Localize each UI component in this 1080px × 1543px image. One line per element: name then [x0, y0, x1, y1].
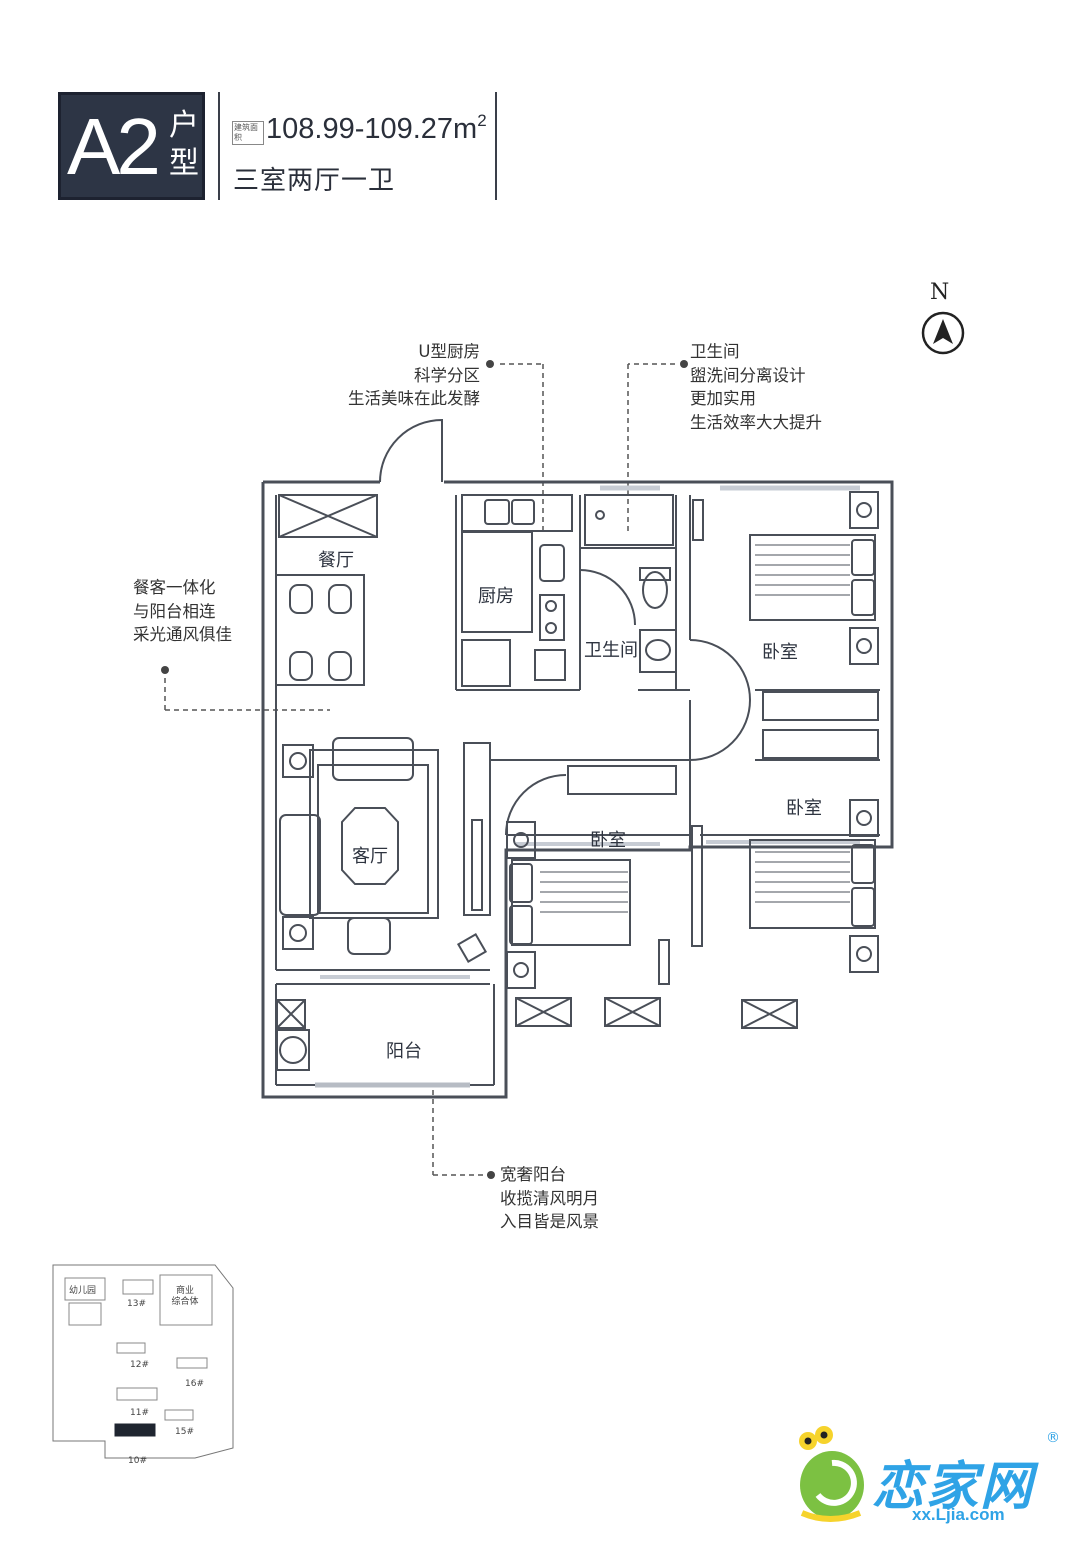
room-label-bedroom-mid: 卧室: [590, 830, 626, 851]
compass-label: N: [930, 280, 950, 305]
room-label-bedroom-ne: 卧室: [762, 642, 798, 663]
site-label-commercial: 商业 综合体: [171, 1286, 199, 1307]
room-label-living: 客厅: [352, 846, 388, 867]
area-tag: 建筑面积: [232, 121, 264, 145]
area-number: 108.99-109.27m: [266, 113, 478, 145]
room-label-balcony: 阳台: [386, 1041, 422, 1062]
room-label-dining: 餐厅: [318, 550, 354, 571]
logo-registered: ®: [1046, 1430, 1060, 1446]
site-label-11: 11#: [130, 1408, 149, 1418]
logo-name: 恋家网: [872, 1457, 1035, 1517]
logo-url: xx.Ljia.com: [912, 1505, 1005, 1524]
header-divider-left: [218, 92, 220, 200]
unit-code: A2: [67, 102, 161, 191]
area-value: 108.99-109.27m2: [266, 111, 487, 146]
room-label-bedroom-se: 卧室: [786, 798, 822, 819]
layout-description: 三室两厅一卫: [233, 166, 396, 196]
room-label-bathroom: 卫生间: [584, 640, 638, 661]
compass-icon: [921, 311, 965, 355]
unit-type-label: 户型: [169, 108, 199, 181]
unit-type-badge: A2 户型: [58, 92, 205, 200]
kitchen-note: U型厨房 科学分区 生活美味在此发酵: [348, 342, 480, 408]
site-label-kindergarten: 幼儿园: [69, 1286, 97, 1296]
site-label-12: 12#: [130, 1360, 149, 1370]
dining-note: 餐客一体化 与阳台相连 采光通风俱佳: [133, 578, 232, 644]
site-label-15: 15#: [175, 1427, 194, 1437]
site-label-10: 10#: [128, 1456, 147, 1466]
snail-logo-icon: [799, 1426, 864, 1522]
area-superscript: 2: [477, 111, 487, 130]
room-label-kitchen: 厨房: [478, 586, 514, 607]
site-plan: [52, 1264, 234, 1459]
header-divider-right: [495, 92, 497, 200]
site-highlight-building: [114, 1423, 156, 1437]
bathroom-note: 卫生间 盥洗间分离设计 更加实用 生活效率大大提升: [690, 342, 822, 432]
site-label-13: 13#: [127, 1299, 146, 1309]
balcony-note: 宽奢阳台 收揽清风明月 入目皆是风景: [500, 1165, 599, 1231]
site-label-16: 16#: [185, 1379, 204, 1389]
